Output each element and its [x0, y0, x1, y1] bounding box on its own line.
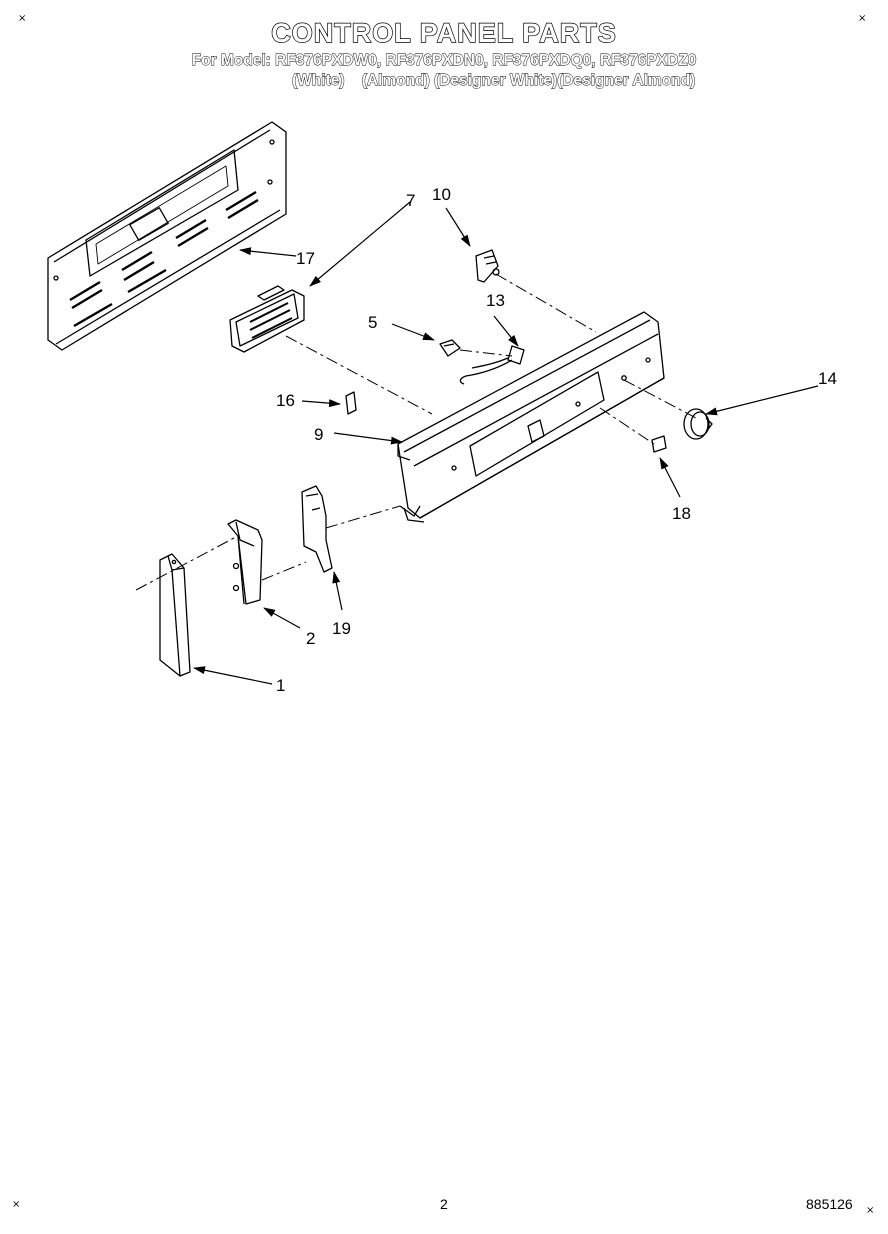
model-list: For Model: RF376PXDW0, RF376PXDN0, RF376… [191, 52, 697, 70]
callout-7: 7 [406, 191, 415, 210]
part-14-knob [683, 408, 713, 440]
corner-mark-bottom-left: × [12, 1199, 21, 1210]
model-colors: (White) (Almond) (Designer White)(Design… [292, 72, 696, 90]
page-number: 2 [440, 1196, 448, 1212]
part-2-inner-end-cap [227, 519, 263, 605]
part-13-wire-harness [459, 345, 525, 385]
part-19-bracket [301, 485, 333, 573]
callout-13: 13 [486, 291, 505, 310]
callout-2: 2 [306, 629, 315, 648]
part-16-clip [345, 391, 357, 415]
corner-mark-bottom-right: × [866, 1205, 875, 1216]
callout-1: 1 [276, 676, 285, 695]
part-5-connector [439, 339, 461, 357]
part-7-control-board [229, 285, 305, 353]
callout-10: 10 [432, 185, 451, 204]
corner-mark-top-right: × [858, 13, 867, 24]
leader-arrows [193, 201, 819, 685]
assembly-lines [135, 273, 697, 591]
part-10-switch [475, 249, 500, 283]
callout-18: 18 [672, 504, 691, 523]
callout-5: 5 [368, 313, 377, 332]
part-18-button [651, 435, 667, 453]
callout-17: 17 [296, 249, 315, 268]
callout-9: 9 [314, 425, 323, 444]
document-code: 885126 [806, 1196, 853, 1212]
callout-14: 14 [818, 369, 837, 388]
part-9-control-panel [397, 311, 665, 523]
page-title: CONTROL PANEL PARTS [271, 17, 617, 48]
corner-mark-top-left: × [18, 13, 27, 24]
part-17-rear-panel [47, 121, 287, 351]
callout-16: 16 [276, 391, 295, 410]
callout-19: 19 [332, 619, 351, 638]
part-1-outer-end-cap [159, 553, 191, 677]
